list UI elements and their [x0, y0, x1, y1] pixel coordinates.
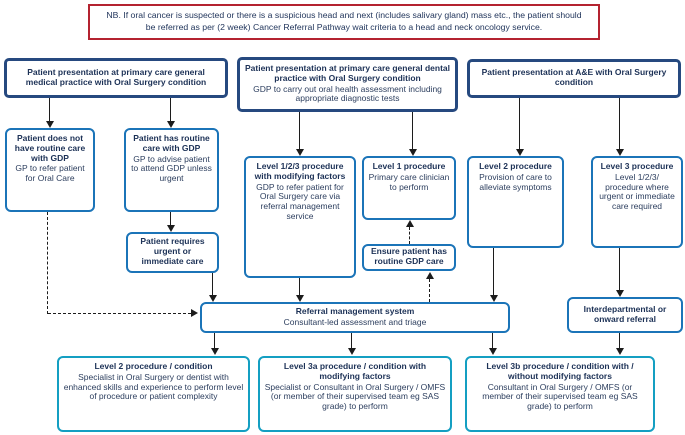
connector-line [214, 333, 215, 348]
arrowhead-right-icon [191, 309, 198, 317]
node-level3a-condition: Level 3a procedure / condition with modi… [258, 356, 452, 432]
connector-dashed-line [409, 227, 410, 244]
connector-line [49, 98, 50, 121]
node-body: Consultant in Oral Surgery / OMFS (or me… [482, 381, 638, 412]
node-title: Patient presentation at A&E with Oral Su… [481, 67, 667, 87]
arrowhead-down-icon [46, 121, 54, 128]
connector-line [299, 112, 300, 149]
node-title: Patient presentation at primary care gen… [244, 63, 450, 83]
node-no-routine-gdp: Patient does not have routine care with … [5, 128, 95, 212]
node-body: Consultant-led assessment and triage [283, 317, 427, 327]
node-ae-top: Patient presentation at A&E with Oral Su… [467, 59, 681, 98]
connector-line [170, 212, 171, 225]
node-level3b-condition: Level 3b procedure / condition with / wi… [465, 356, 655, 432]
node-title: Interdepartmental or onward referral [583, 303, 667, 324]
arrowhead-down-icon [490, 295, 498, 302]
node-level2-condition: Level 2 procedure / condition Specialist… [57, 356, 250, 432]
arrowhead-down-icon [296, 149, 304, 156]
connector-dashed-line [429, 279, 430, 302]
banner-text: NB. If oral cancer is suspected or there… [106, 10, 582, 32]
connector-line [619, 248, 620, 290]
connector-line [412, 112, 413, 149]
arrowhead-down-icon [348, 348, 356, 355]
node-body: Primary care clinician to perform [368, 171, 450, 192]
node-ensure-gdp-care: Ensure patient has routine GDP care [362, 244, 456, 271]
connector-line [351, 333, 352, 348]
node-body: GP to advise patient to attend GDP unles… [131, 153, 212, 184]
connector-dashed-line [48, 313, 191, 314]
node-body: Level 1/2/3/ procedure where urgent or i… [599, 171, 675, 212]
arrowhead-down-icon [211, 348, 219, 355]
connector-line [493, 248, 494, 295]
arrowhead-down-icon [167, 225, 175, 232]
node-title: Level 2 procedure / condition [94, 361, 213, 371]
node-title: Patient presentation at primary care gen… [25, 66, 207, 87]
node-interdepartmental-referral: Interdepartmental or onward referral [567, 297, 683, 333]
arrowhead-down-icon [616, 348, 624, 355]
arrowhead-down-icon [616, 149, 624, 156]
node-title: Level 1/2/3 procedure with modifying fac… [254, 161, 346, 181]
connector-line [170, 98, 171, 121]
node-level3-procedure: Level 3 procedure Level 1/2/3/ procedure… [591, 156, 683, 248]
node-title: Level 3a procedure / condition with modi… [283, 361, 427, 381]
node-dental-top: Patient presentation at primary care gen… [237, 57, 458, 112]
arrowhead-down-icon [616, 290, 624, 297]
node-title: Patient requires urgent or immediate car… [140, 236, 205, 266]
connector-dashed-line [47, 212, 48, 314]
node-body: GP to refer patient for Oral Care [15, 163, 85, 184]
node-title: Patient has routine care with GDP [133, 133, 210, 153]
arrowhead-up-icon [406, 220, 414, 227]
node-title: Level 3 procedure [600, 161, 674, 171]
node-title: Level 1 procedure [372, 161, 446, 171]
arrowhead-down-icon [296, 295, 304, 302]
node-title: Referral management system [295, 306, 415, 317]
connector-line [519, 98, 520, 149]
connector-line [619, 98, 620, 149]
connector-line [299, 278, 300, 295]
arrowhead-up-icon [426, 272, 434, 279]
node-body: GDP to refer patient for Oral Surgery ca… [256, 181, 344, 221]
connector-line [619, 333, 620, 348]
arrowhead-down-icon [409, 149, 417, 156]
node-medical-top: Patient presentation at primary care gen… [4, 58, 228, 98]
node-level123-modifying: Level 1/2/3 procedure with modifying fac… [244, 156, 356, 278]
node-body: GDP to carry out oral health assessment … [253, 83, 442, 104]
node-body: Provision of care to alleviate symptoms [479, 171, 552, 192]
cancer-referral-banner: NB. If oral cancer is suspected or there… [88, 4, 600, 40]
connector-line [212, 273, 213, 295]
arrowhead-down-icon [489, 348, 497, 355]
node-title: Patient does not have routine care with … [14, 133, 86, 163]
node-urgent-care: Patient requires urgent or immediate car… [126, 232, 219, 273]
arrowhead-down-icon [516, 149, 524, 156]
node-has-routine-gdp: Patient has routine care with GDP GP to … [124, 128, 219, 212]
node-level1-procedure: Level 1 procedure Primary care clinician… [362, 156, 456, 220]
node-body: Specialist or Consultant in Oral Surgery… [264, 381, 446, 412]
connector-line [492, 333, 493, 348]
node-title: Level 3b procedure / condition with / wi… [486, 361, 634, 381]
node-title: Level 2 procedure [479, 161, 552, 171]
arrowhead-down-icon [209, 295, 217, 302]
node-level2-procedure: Level 2 procedure Provision of care to a… [467, 156, 564, 248]
node-body: Specialist in Oral Surgery or dentist wi… [63, 371, 244, 402]
node-title: Ensure patient has routine GDP care [370, 246, 448, 266]
node-referral-management-system: Referral management system Consultant-le… [200, 302, 510, 333]
arrowhead-down-icon [167, 121, 175, 128]
